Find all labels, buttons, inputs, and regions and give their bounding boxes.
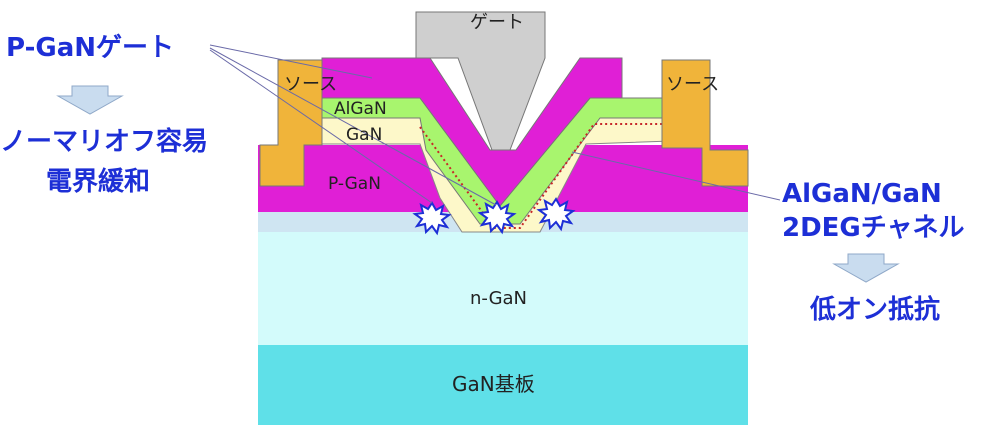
- right-title-line2: 2DEGチャネル: [782, 213, 965, 243]
- callout-line: [571, 151, 781, 201]
- gan-substrate-layer: [258, 345, 748, 425]
- gan-label: GaN: [346, 125, 382, 145]
- right-effect: 低オン抵抗: [809, 294, 940, 325]
- callout-line: [209, 44, 373, 79]
- source-left-label: ソース: [284, 74, 337, 95]
- electron-starburst-icon: [477, 200, 517, 235]
- left-title: P-GaNゲート: [6, 33, 174, 63]
- left-effect-line1: ノーマリオフ容易: [0, 126, 208, 157]
- gate-label: ゲート: [470, 12, 524, 33]
- n-gan-layer: [258, 232, 748, 345]
- source-right-label: ソース: [666, 74, 719, 95]
- down-arrow-icon: [56, 85, 124, 115]
- left-effect-line2: 電界緩和: [46, 167, 150, 197]
- p-gan-label: P-GaN: [328, 174, 381, 194]
- 2deg-channel-line: [419, 123, 690, 229]
- gate-metal: [415, 11, 546, 151]
- down-arrow-icon: [832, 253, 900, 283]
- substrate-label: GaN基板: [452, 372, 535, 396]
- p-gan-gate-layer: [321, 57, 623, 207]
- callout-line: [209, 47, 497, 206]
- callout-line: [209, 49, 433, 204]
- electron-starburst-icon: [412, 201, 452, 236]
- n-gan-label: n-GaN: [470, 288, 527, 309]
- algan-label: AlGaN: [334, 99, 387, 119]
- source-right-electrode: [661, 59, 749, 187]
- source-left-electrode: [259, 59, 323, 187]
- right-title-line1: AlGaN/GaN: [782, 179, 942, 209]
- electron-starburst-icon: [536, 197, 576, 232]
